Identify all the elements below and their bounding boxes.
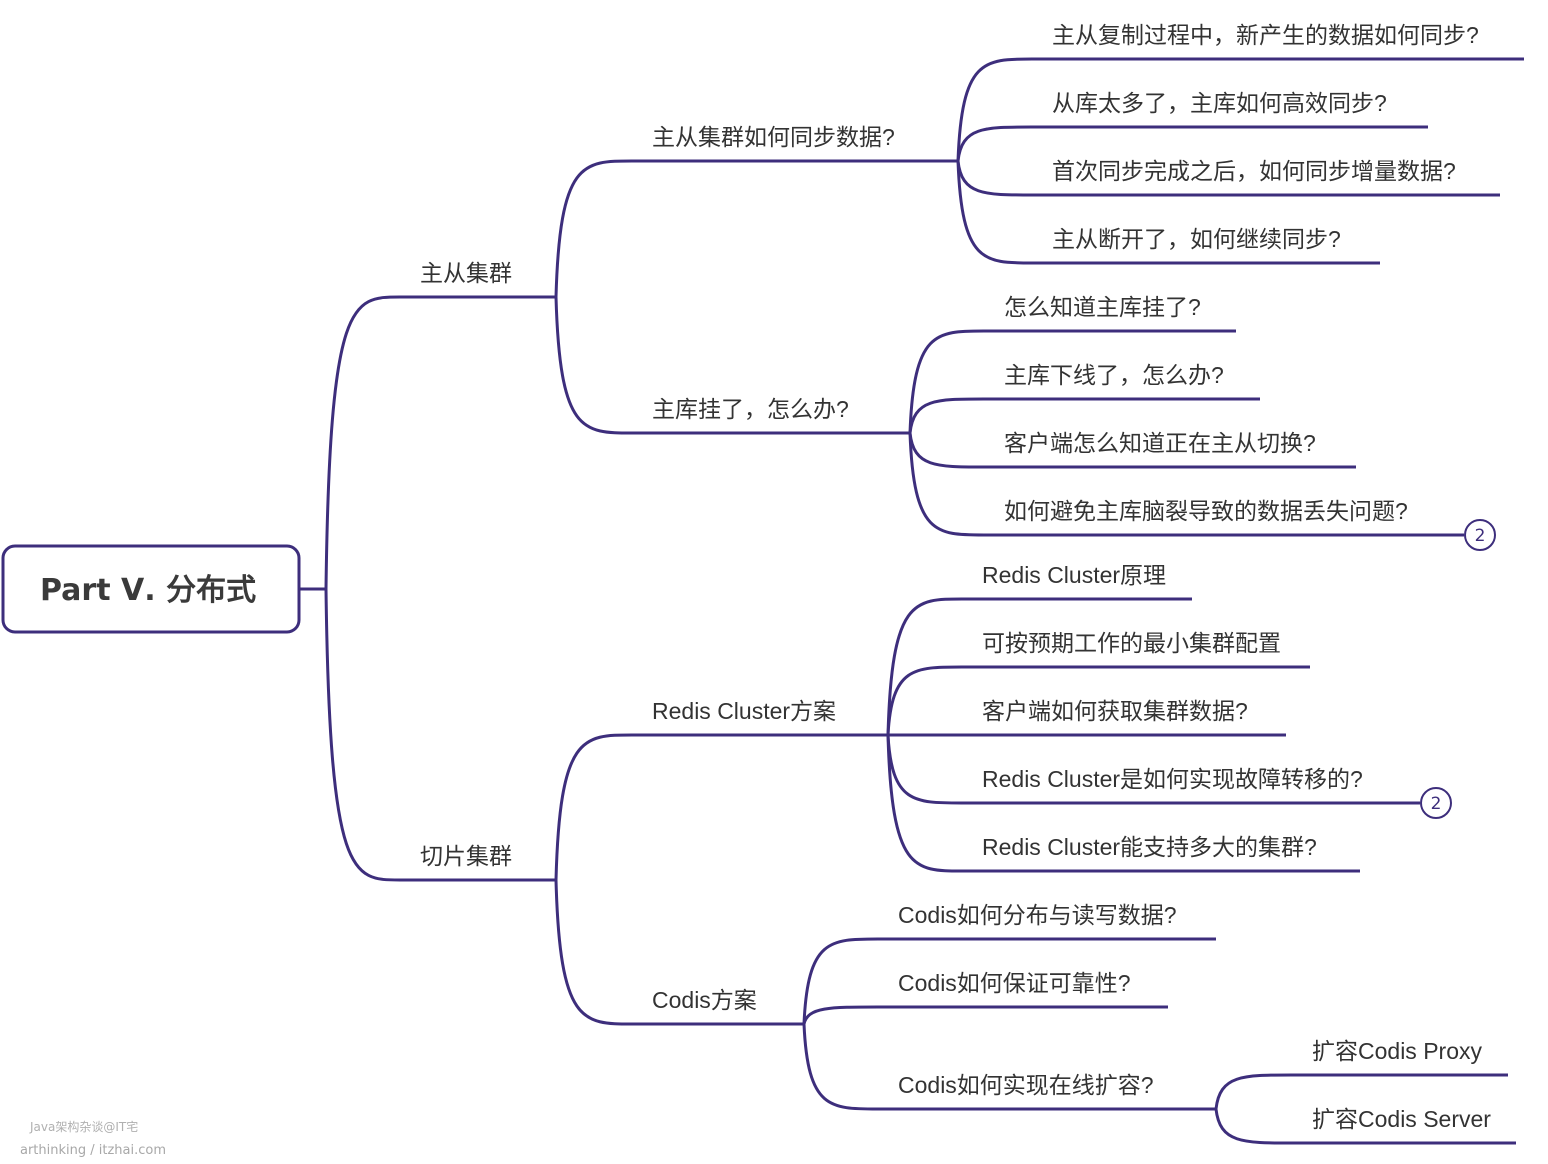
branch-1-topic-1-leaf-1-label[interactable]: Codis如何保证可靠性?	[898, 970, 1131, 996]
connector-branch-1-topic-1-leaf-2	[802, 1023, 879, 1111]
branch-1-topic-1-label[interactable]: Codis方案	[652, 987, 757, 1013]
branch-0-topic-1-leaf-2-label[interactable]: 客户端怎么知道正在主从切换?	[1004, 430, 1316, 456]
branch-0-topic-0-leaf-3-label[interactable]: 主从断开了，如何继续同步?	[1052, 226, 1341, 252]
connector-branch-0-topic-0-leaf-1	[956, 125, 1033, 162]
connector-branch-0-topic-0-leaf-3	[956, 160, 1033, 265]
connector-branch-0-topic-1-leaf-2	[908, 432, 985, 469]
root-node-label[interactable]: Part Ⅴ. 分布式	[40, 573, 256, 608]
branch-1-topic-1-leaf-2-label[interactable]: Codis如何实现在线扩容?	[898, 1072, 1154, 1098]
branch-1-topic-0-leaf-0-label[interactable]: Redis Cluster原理	[982, 562, 1166, 588]
svg-text:2: 2	[1431, 794, 1442, 814]
connector-branch-0-topic-1	[554, 296, 633, 435]
branch-0-topic-0-leaf-2-label[interactable]: 首次同步完成之后，如何同步增量数据?	[1052, 158, 1456, 184]
collapsed-count-badge-1-0-3[interactable]: 2	[1420, 787, 1452, 819]
branch-1-topic-0-label[interactable]: Redis Cluster方案	[652, 698, 836, 724]
branch-0-topic-0-label[interactable]: 主从集群如何同步数据?	[652, 124, 895, 150]
branch-0-topic-1-leaf-3-label[interactable]: 如何避免主库脑裂导致的数据丢失问题?	[1004, 498, 1408, 524]
connector-branch-0	[324, 295, 401, 590]
connector-sub-0	[1214, 1073, 1293, 1110]
svg-text:2: 2	[1475, 526, 1486, 546]
branch-0-topic-1-leaf-0-label[interactable]: 怎么知道主库挂了?	[1004, 294, 1201, 320]
connector-sub-1	[1214, 1108, 1293, 1145]
branch-0-topic-0-leaf-1-label[interactable]: 从库太多了，主库如何高效同步?	[1052, 90, 1387, 116]
branch-1-topic-0-leaf-1-label[interactable]: 可按预期工作的最小集群配置	[982, 630, 1281, 656]
branch-0-label[interactable]: 主从集群	[420, 260, 512, 286]
connector-branch-0-topic-0-leaf-0	[956, 57, 1033, 162]
branch-0-topic-0-leaf-0-label[interactable]: 主从复制过程中，新产生的数据如何同步?	[1052, 22, 1479, 48]
sub-leaf-0-label[interactable]: 扩容Codis Proxy	[1312, 1038, 1482, 1064]
connector-branch-0-topic-0-leaf-2	[956, 160, 1033, 197]
branch-1-label[interactable]: 切片集群	[420, 843, 512, 869]
branch-1-topic-0-leaf-3-label[interactable]: Redis Cluster是如何实现故障转移的?	[982, 766, 1363, 792]
branch-0-topic-1-label[interactable]: 主库挂了，怎么办?	[652, 396, 849, 422]
connector-branch-1-topic-0-leaf-4	[886, 734, 963, 873]
connector-branch-1-topic-0-leaf-3	[886, 734, 963, 805]
connector-branch-1-topic-0	[554, 733, 633, 881]
watermark-line-1: Java架构杂谈@IT宅	[30, 1120, 139, 1134]
connector-branch-1-topic-0-leaf-0	[886, 597, 963, 736]
connector-branch-1-topic-1-leaf-1	[802, 1005, 879, 1025]
sub-leaf-1-label[interactable]: 扩容Codis Server	[1312, 1106, 1491, 1132]
branch-1-topic-0-leaf-2-label[interactable]: 客户端如何获取集群数据?	[982, 698, 1248, 724]
connector-branch-1-topic-0-leaf-1	[886, 665, 963, 736]
connector-branch-0-topic-1-leaf-3	[908, 432, 985, 537]
watermark-line-2: arthinking / itzhai.com	[20, 1143, 167, 1158]
connector-branch-1-topic-1	[554, 879, 633, 1026]
connector-branch-0-topic-1-leaf-1	[908, 397, 985, 434]
connector-branch-1	[324, 588, 401, 882]
branch-0-topic-1-leaf-1-label[interactable]: 主库下线了，怎么办?	[1004, 362, 1224, 388]
connector-branch-0-topic-1-leaf-0	[908, 329, 985, 434]
collapsed-count-badge-0-1-3[interactable]: 2	[1464, 519, 1496, 551]
branch-1-topic-0-leaf-4-label[interactable]: Redis Cluster能支持多大的集群?	[982, 834, 1317, 860]
branch-1-topic-1-leaf-0-label[interactable]: Codis如何分布与读写数据?	[898, 902, 1177, 928]
connector-branch-1-topic-1-leaf-0	[802, 937, 879, 1025]
connector-branch-0-topic-0	[554, 159, 633, 298]
